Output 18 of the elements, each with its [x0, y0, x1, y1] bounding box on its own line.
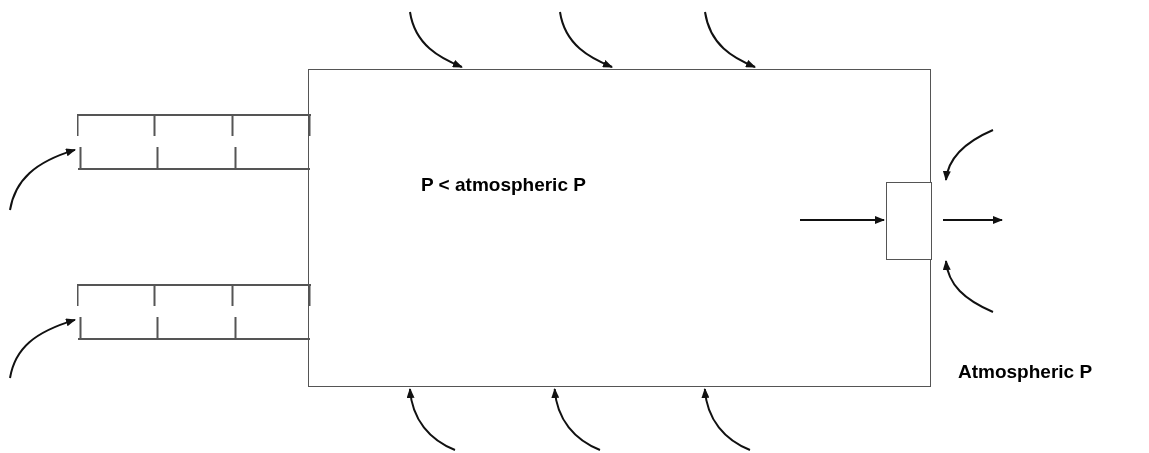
airflow-arrow — [704, 11, 756, 68]
airflow-arrow — [407, 388, 456, 451]
airflow-arrow — [409, 11, 463, 68]
airflow-arrow — [942, 216, 1003, 224]
pressure-label: Atmospheric P — [958, 361, 1093, 383]
airflow-arrow — [799, 216, 885, 224]
airflow-arrow — [943, 260, 994, 313]
exhaust-vent — [886, 182, 932, 260]
room-outline — [308, 69, 931, 387]
airlock-chamber — [77, 284, 311, 340]
airflow-arrow — [701, 388, 751, 451]
airflow-arrow — [9, 318, 76, 379]
airflow-arrow — [551, 388, 601, 451]
airflow-arrow — [9, 148, 76, 211]
airlock-chamber — [77, 114, 311, 170]
pressure-label: P < atmospheric P — [421, 174, 586, 196]
airflow-arrow — [943, 129, 994, 181]
airflow-arrow — [559, 11, 613, 68]
